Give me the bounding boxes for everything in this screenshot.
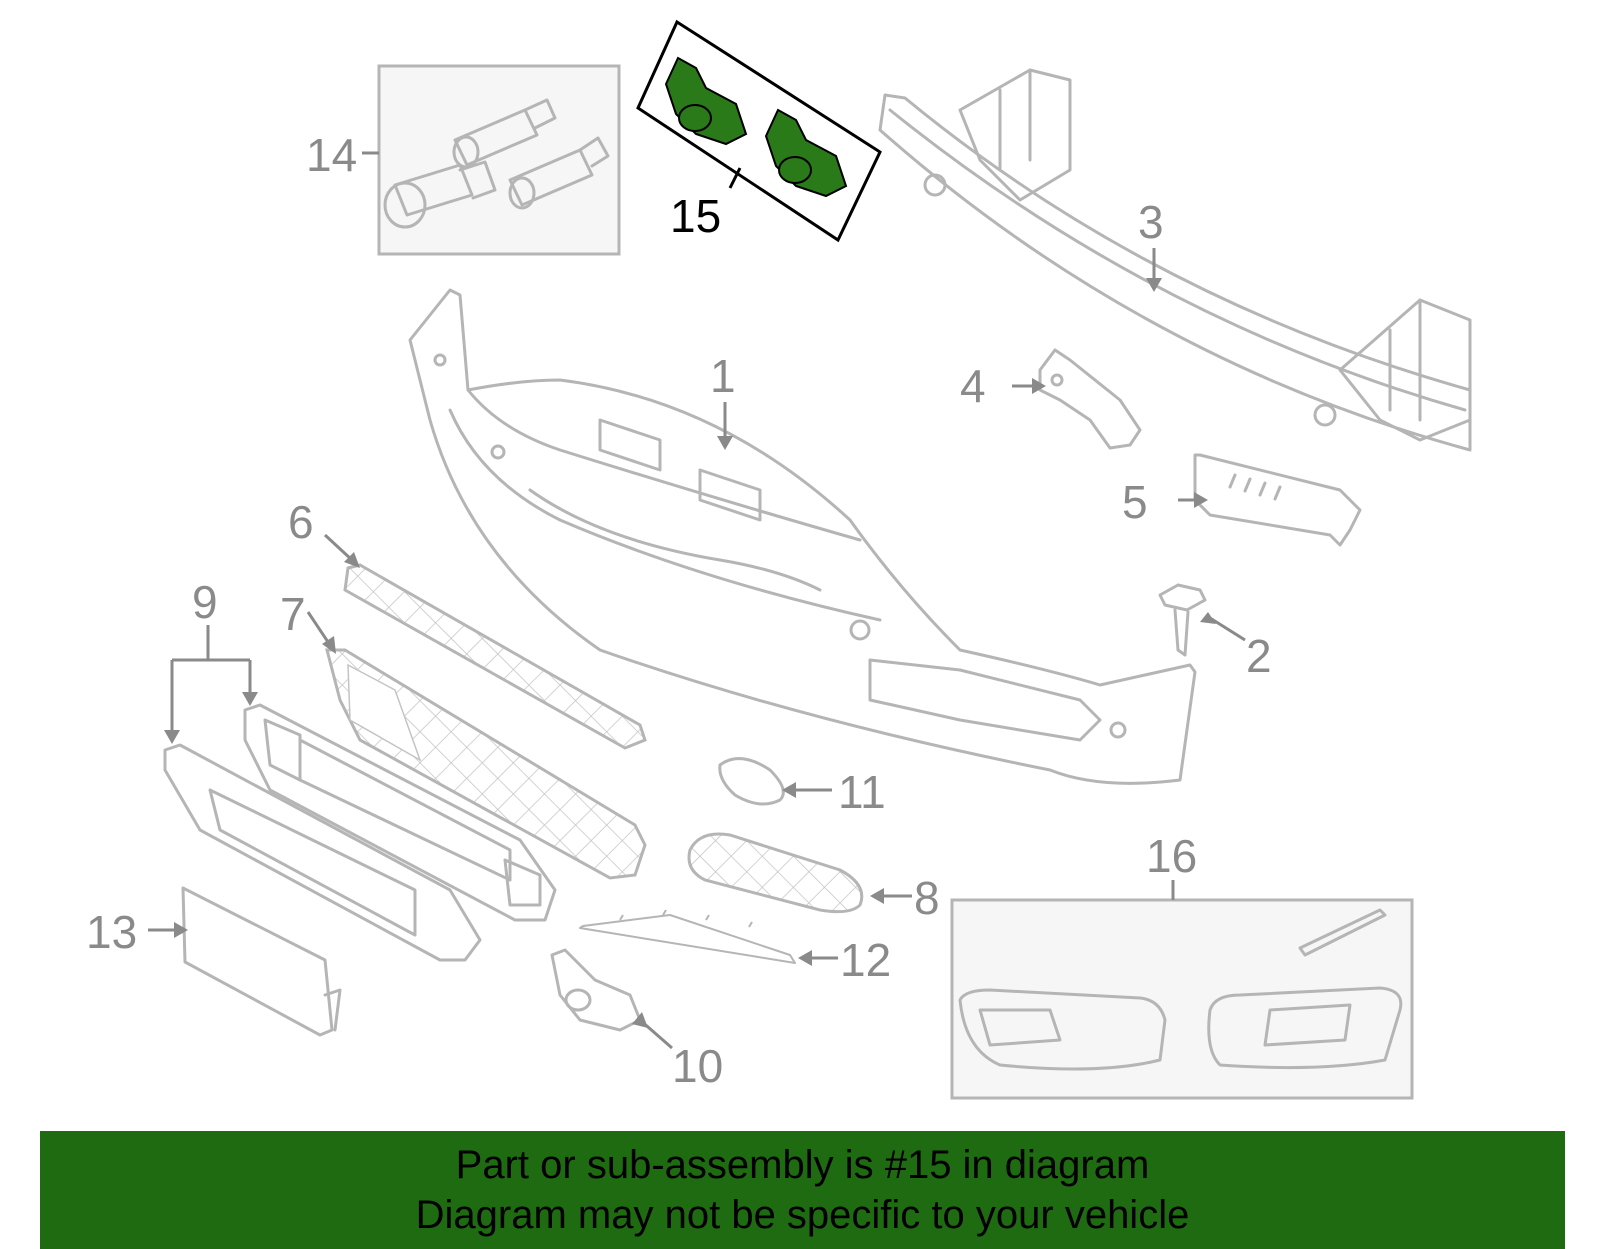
callout-14: 14 [306,129,357,181]
part-7-grille[interactable] [325,648,647,880]
part-10-sensor-bracket[interactable] [550,948,642,1032]
part-13-plate-bracket[interactable] [181,886,342,1037]
callout-1: 1 [710,350,736,402]
callout-5: 5 [1122,476,1148,528]
callout-4: 4 [960,360,986,412]
part-14-sensors[interactable] [377,64,621,256]
callout-2: 2 [1246,630,1272,682]
callout-10: 10 [672,1040,723,1092]
part-1-bumper-cover[interactable] [408,288,1197,785]
callout-8: 8 [914,872,940,924]
callout-12: 12 [840,934,891,986]
callout-9: 9 [192,576,218,628]
part-12-trim[interactable] [579,909,796,964]
banner-line-2: Diagram may not be specific to your vehi… [415,1193,1190,1237]
part-4-bracket[interactable] [1038,348,1142,450]
callout-7: 7 [280,588,306,640]
banner-line-1: Part or sub-assembly is #15 in diagram [455,1143,1150,1187]
part-5-bracket[interactable] [1193,453,1362,547]
part-11-cap[interactable] [718,757,785,806]
part-9-lower-grilles[interactable] [163,703,557,962]
part-3-reinforcement[interactable] [878,68,1472,452]
callout-15: 15 [670,190,721,242]
part-8-insert[interactable] [687,832,864,914]
callout-6: 6 [288,496,314,548]
callout-11: 11 [838,766,886,818]
callout-3: 3 [1138,196,1164,248]
part-6-grille[interactable] [343,563,647,750]
part-16-trim-set[interactable] [950,898,1414,1100]
info-banner: Part or sub-assembly is #15 in diagram D… [40,1131,1565,1249]
part-15-brackets[interactable] [636,19,882,243]
callout-13: 13 [86,906,137,958]
callout-16: 16 [1146,830,1197,882]
part-2-screw[interactable] [1158,583,1207,657]
